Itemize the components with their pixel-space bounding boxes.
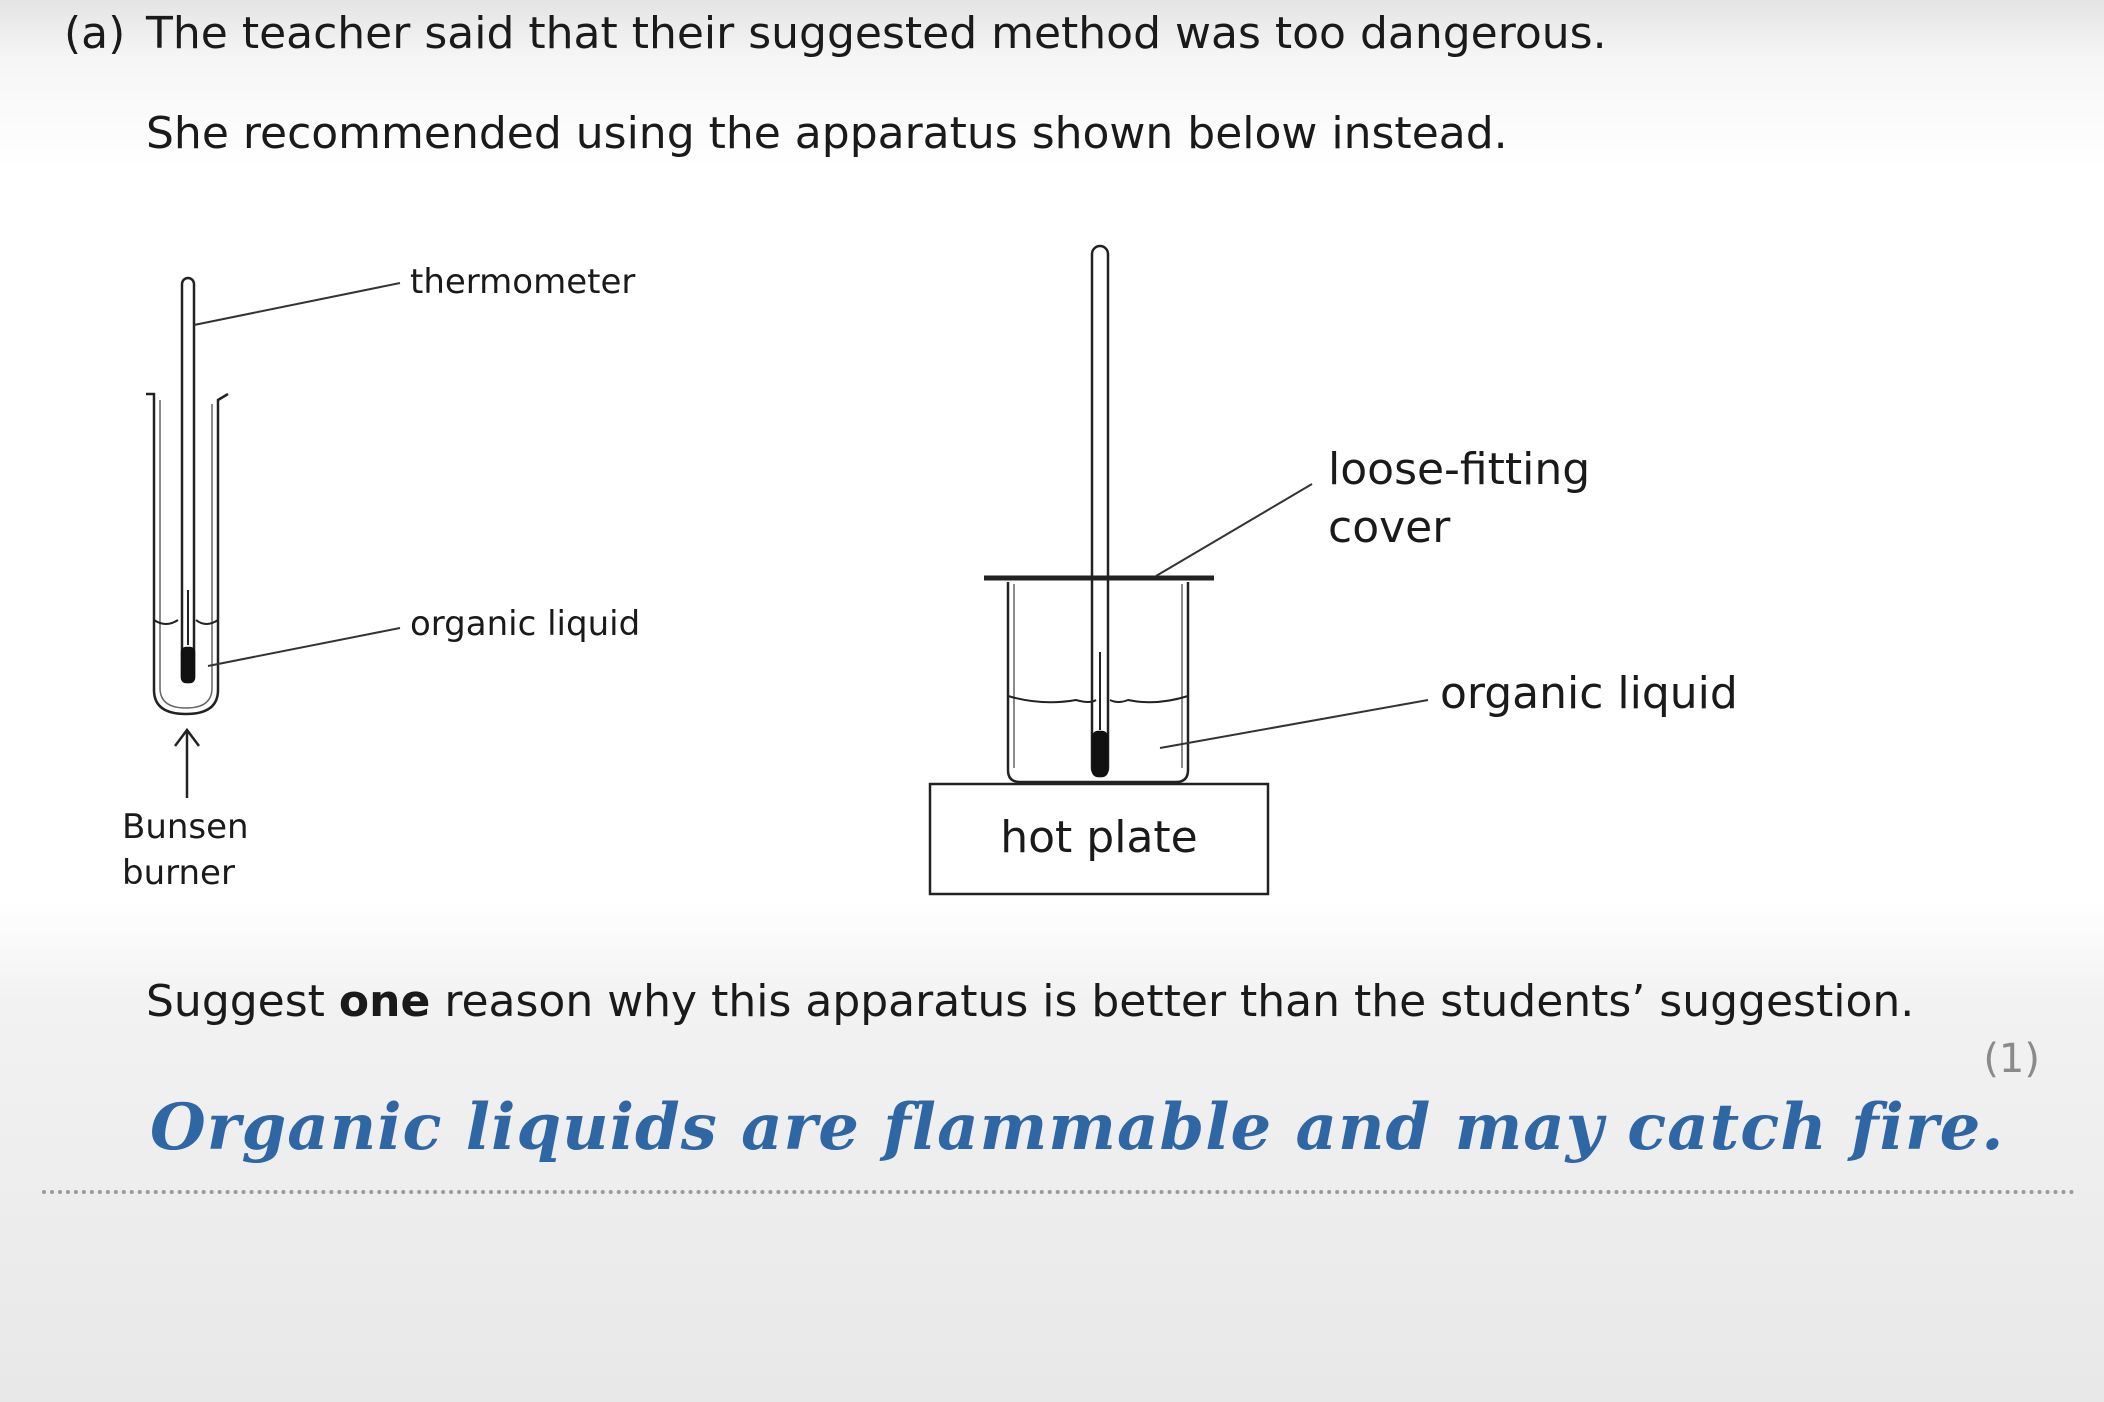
organic-liquid-label-left: organic liquid	[410, 604, 640, 644]
question-label: (a)	[64, 8, 126, 59]
hot-plate	[928, 782, 1270, 896]
cover-label-line2: cover	[1328, 502, 1451, 553]
beaker	[1006, 582, 1190, 784]
question-text-line1: The teacher said that their suggested me…	[146, 8, 1607, 59]
question-text-line2: She recommended using the apparatus show…	[146, 108, 1508, 159]
organic-liquid-surface-left	[153, 619, 219, 625]
boiling-tube-apparatus	[146, 276, 229, 716]
organic-liquid-leader-right	[1159, 699, 1429, 749]
organic-liquid-leader-left	[207, 627, 401, 667]
beaker-apparatus	[928, 244, 1270, 896]
thermometer-label: thermometer	[410, 262, 635, 302]
hot-plate-label: hot plate	[1000, 812, 1197, 863]
answer-dotted-line	[42, 1190, 2076, 1194]
question-prompt: Suggest one reason why this apparatus is…	[146, 976, 1914, 1027]
boiling-tube	[146, 392, 229, 716]
marks-indicator: (1)	[1983, 1036, 2040, 1082]
apparatus-diagram: thermometer organic liquid Bunsen burner…	[122, 244, 1738, 896]
cover-label-line1: loose-fitting	[1328, 444, 1590, 495]
bunsen-burner-label-line1: Bunsen	[122, 807, 249, 847]
handwritten-answer: Organic liquids are flammable and may ca…	[150, 1090, 2005, 1165]
organic-liquid-surface-right	[1007, 695, 1189, 704]
bunsen-burner-label-line2: burner	[122, 853, 235, 893]
prompt-emphasis: one	[338, 976, 431, 1027]
prompt-start: Suggest	[146, 976, 339, 1027]
cover-leader	[1155, 483, 1313, 577]
prompt-end: reason why this apparatus is better than…	[430, 976, 1915, 1027]
heat-arrow	[174, 727, 200, 798]
thermometer-leader-left	[193, 282, 401, 326]
organic-liquid-label-right: organic liquid	[1440, 668, 1738, 719]
